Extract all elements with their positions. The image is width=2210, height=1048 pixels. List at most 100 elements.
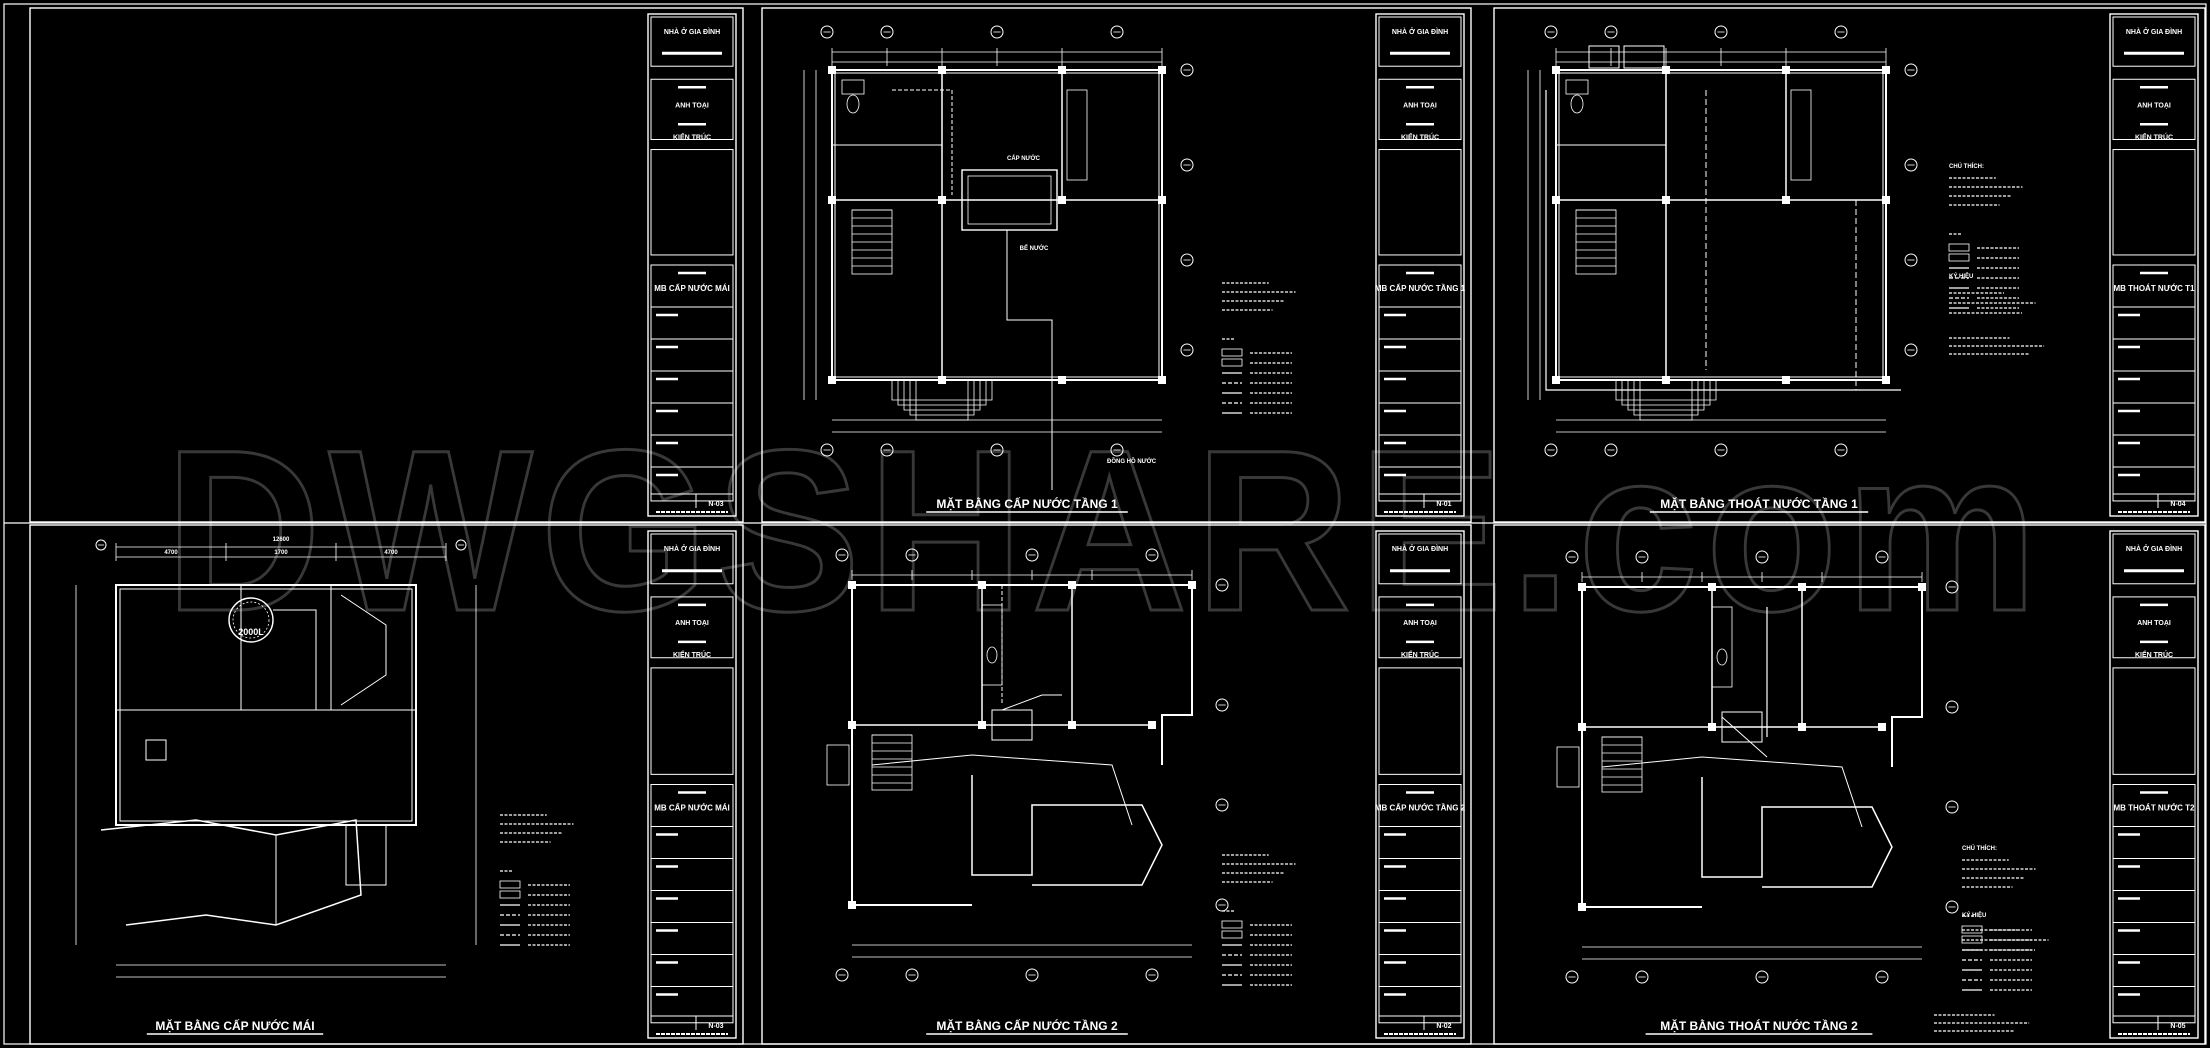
grid-bubble [1215,578,1229,592]
grid-bubble [1544,25,1558,39]
fixture-box [1588,45,1620,69]
title-block-frame [647,530,737,1039]
bathroom-wall [1711,606,1733,688]
callout-tank: BỂ NƯỚC [1020,244,1049,252]
balcony-wall [1701,777,1893,888]
sheet-code: N-01 [1436,501,1451,508]
drawing-title: MẶT BẰNG CẤP NƯỚC MÁI [155,1018,314,1033]
legend-symbol [1221,358,1243,367]
structural-column [1058,196,1066,204]
legend-symbol [499,890,521,899]
sheet-name: MB THOÁT NƯỚC T1 [2113,284,2195,293]
drain-pipe [1721,716,1768,758]
grid-bubble [1904,253,1918,267]
drawing-title: MẶT BẰNG CẤP NƯỚC TẦNG 2 [936,1018,1118,1033]
legend-heading: CHÚ THÍCH: [1962,844,1997,852]
structural-column [978,721,986,729]
sheet-code: N-03 [708,501,723,508]
legend-symbol [499,880,521,889]
roof-slab [115,584,417,826]
callout-supply: CẤP NƯỚC [1007,154,1041,162]
structural-column [1158,66,1166,74]
structural-column [1158,196,1166,204]
grid-bubble [820,25,834,39]
grid-bubble [1904,158,1918,172]
title-block-cell [2112,149,2196,256]
legend-symbol [1948,253,1970,262]
dimension-value: 4700 [384,550,398,556]
title-block-cell [2112,16,2196,67]
grid-bubble [1180,63,1194,77]
grid-bubble [1180,343,1194,357]
owner-name: ANH TOẠI [2137,620,2171,627]
drawing-title: MẶT BẰNG THOÁT NƯỚC TẦNG 1 [1660,496,1858,511]
toilet-bowl [846,94,860,114]
owner-name: ANH TOẠI [675,620,709,627]
grid-bubble [1110,443,1124,457]
title-block-frame [647,13,737,517]
entry-step [1633,380,1699,416]
owner-name: ANH TOẠI [675,102,709,109]
entry-step [1627,380,1705,411]
sheet-border [29,7,744,523]
title-block-cell [650,16,734,67]
grid-bubble [1945,900,1959,914]
title-block-cell [2112,667,2196,775]
entry-step [909,380,975,416]
structural-column [1552,376,1560,384]
legend-symbol [1221,348,1243,357]
sheet-code: N-04 [2170,501,2185,508]
grid-bubble [1945,580,1959,594]
entry-step [897,380,987,406]
water-tank [961,169,1058,231]
sheet-name: MB CẤP NƯỚC TẦNG 1 [1375,283,1466,293]
structural-column [978,581,986,589]
grid-bubble [835,968,849,982]
toilet-fixture [1565,79,1589,95]
discipline-label: KIẾN TRÚC [2135,131,2173,141]
title-block-cell [1378,264,1462,502]
project-name: NHÀ Ở GIA ĐÌNH [664,27,720,36]
symbol-heading: KÝ HIỆU [1949,272,1973,280]
grid-bubble [1714,25,1728,39]
water-tank-inner [232,601,270,639]
sheet-border [761,524,1472,1045]
grid-bubble [1945,800,1959,814]
grid-bubble [1635,970,1649,984]
exterior-stair [826,744,850,786]
grid-bubble [1635,550,1649,564]
structural-column [1578,903,1586,911]
grid-bubble [1875,550,1889,564]
grid-bubble [1215,698,1229,712]
grid-bubble [990,25,1004,39]
title-block-cell [2112,264,2196,502]
structural-column [1882,376,1890,384]
owner-name: ANH TOẠI [2137,102,2171,109]
roof-edge [1601,756,1863,828]
project-name: NHÀ Ở GIA ĐÌNH [664,544,720,553]
grid-bubble [1145,968,1159,982]
legend-heading: CHÚ THÍCH: [1949,162,1984,170]
dimension-value: 1700 [274,550,288,556]
grid-bubble [1904,63,1918,77]
structural-column [1158,376,1166,384]
roof-edge [871,754,1133,826]
grid-bubble [880,25,894,39]
project-name: NHÀ Ở GIA ĐÌNH [1392,27,1448,36]
structural-column [1058,376,1066,384]
supply-pipe [1006,230,1053,490]
structural-column [1882,66,1890,74]
grid-bubble [1110,25,1124,39]
grid-bubble [1604,443,1618,457]
grid-bubble [1945,700,1959,714]
title-block-cell [650,533,734,585]
structural-column [1782,66,1790,74]
sheet-code: N-03 [708,1023,723,1030]
exterior-wall-inner [1558,72,1884,378]
title-block-cell [1378,667,1462,775]
grid-bubble [455,539,467,551]
